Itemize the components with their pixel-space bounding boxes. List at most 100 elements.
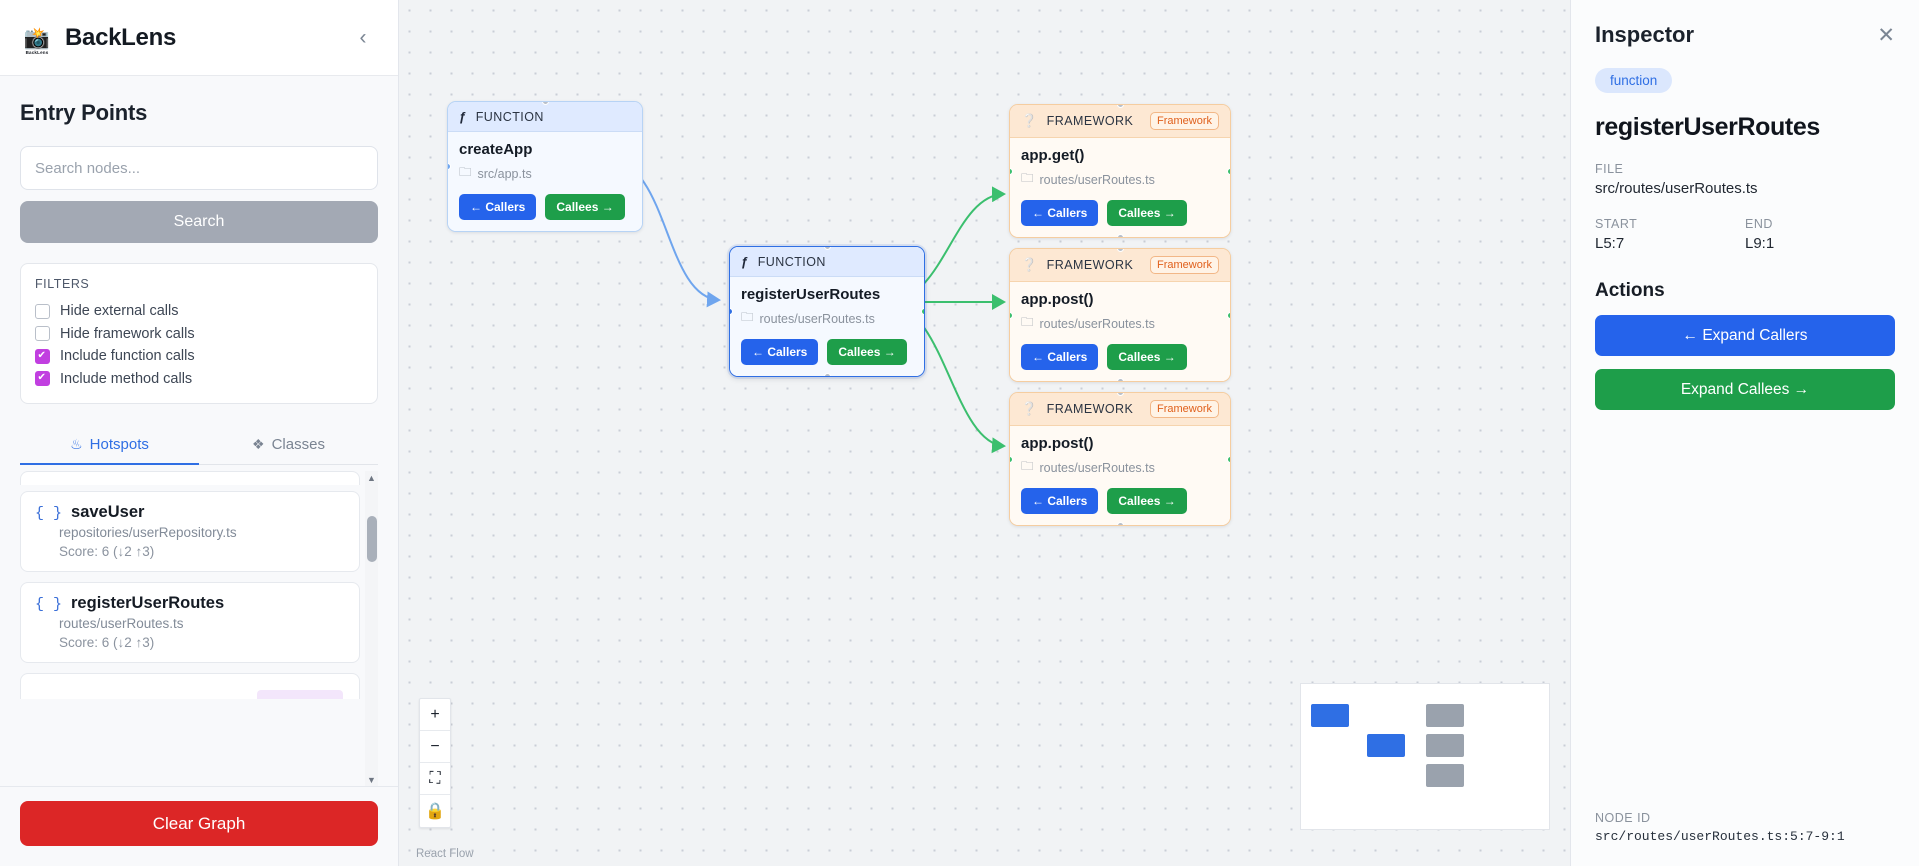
function-icon: ƒ xyxy=(459,109,467,124)
graph-canvas[interactable]: ƒ FUNCTION createApp 🗀 src/app.ts ← Call… xyxy=(399,0,1570,866)
scroll-up-icon[interactable]: ▲ xyxy=(365,471,378,484)
node-handle-top[interactable] xyxy=(1116,105,1124,108)
node-header: ❔ FRAMEWORK Framework xyxy=(1010,105,1230,138)
node-id-value: src/routes/userRoutes.ts:5:7-9:1 xyxy=(1595,829,1845,844)
checkbox-include-function-calls[interactable] xyxy=(35,348,50,364)
expand-callers-button[interactable]: ← Expand Callers xyxy=(1595,315,1895,356)
close-icon[interactable]: ✕ xyxy=(1877,23,1895,47)
filter-row-hide-external-calls[interactable]: Hide external calls xyxy=(35,300,363,323)
node-handle-top[interactable] xyxy=(1116,249,1124,252)
filter-row-include-function-calls[interactable]: Include function calls xyxy=(35,345,363,368)
node-buttons: ← Callers Callees → xyxy=(1021,488,1219,514)
node-callees-button[interactable]: Callees → xyxy=(827,339,907,365)
actions-title: Actions xyxy=(1595,280,1665,301)
framework-badge: Framework xyxy=(1149,112,1219,130)
node-handle-top[interactable] xyxy=(541,102,549,105)
checkbox-hide-external-calls[interactable] xyxy=(35,303,50,319)
range-row: START L5:7 END L9:1 xyxy=(1595,197,1895,252)
fit-view-icon[interactable]: ⛶ xyxy=(420,763,450,795)
lock-icon[interactable]: 🔒 xyxy=(425,803,445,820)
node-kind-label: FRAMEWORK xyxy=(1046,258,1134,272)
end-label: END xyxy=(1745,217,1773,231)
node-callees-button[interactable]: Callees → xyxy=(545,194,625,220)
hotspot-file: repositories/userRepository.ts xyxy=(59,525,237,540)
node-callers-button[interactable]: ← Callers xyxy=(1021,344,1099,370)
hotspot-item-saveUser[interactable]: { } saveUser repositories/userRepository… xyxy=(20,491,360,572)
node-header: ƒ FUNCTION xyxy=(730,247,924,277)
node-callees-button[interactable]: Callees → xyxy=(1107,488,1187,514)
flame-icon: ♨ xyxy=(70,436,83,452)
node-handle-bottom[interactable] xyxy=(1116,378,1124,381)
canvas-controls: + − ⛶ 🔒 xyxy=(419,698,451,828)
node-callers-button[interactable]: ← Callers xyxy=(1021,488,1099,514)
node-handle-right[interactable] xyxy=(1227,311,1230,319)
question-mark-icon: ❔ xyxy=(1021,257,1038,272)
folder-icon: 🗀 xyxy=(741,310,754,324)
hotspot-item-partial[interactable] xyxy=(20,673,360,699)
node-file: 🗀 routes/userRoutes.ts xyxy=(1021,457,1219,478)
folder-icon: 🗀 xyxy=(459,165,472,179)
node-handle-bottom[interactable] xyxy=(823,373,831,376)
graph-node-registerUserRoutes[interactable]: ƒ FUNCTION registerUserRoutes 🗀 routes/u… xyxy=(729,246,925,377)
sidebar-tabs: ♨ Hotspots ❖ Classes xyxy=(20,425,378,465)
search-input[interactable] xyxy=(20,146,378,190)
scroll-down-icon[interactable]: ▼ xyxy=(365,773,378,786)
node-handle-bottom[interactable] xyxy=(1116,522,1124,525)
node-handle-right[interactable] xyxy=(1227,167,1230,175)
graph-node-app-post-2[interactable]: ❔ FRAMEWORK Framework app.post() 🗀 route… xyxy=(1009,392,1231,526)
graph-node-createApp[interactable]: ƒ FUNCTION createApp 🗀 src/app.ts ← Call… xyxy=(447,101,643,232)
node-header: ❔ FRAMEWORK Framework xyxy=(1010,249,1230,282)
hotspot-scrollbar[interactable]: ▲ ▼ xyxy=(365,471,378,786)
filter-row-include-method-calls[interactable]: Include method calls xyxy=(35,368,363,391)
node-handle-top[interactable] xyxy=(1116,393,1124,396)
minimap-node xyxy=(1367,734,1405,757)
node-handle-bottom[interactable] xyxy=(1116,234,1124,237)
node-callers-button[interactable]: ← Callers xyxy=(459,194,537,220)
node-file: 🗀 routes/userRoutes.ts xyxy=(741,308,913,329)
node-handle-right[interactable] xyxy=(921,308,924,315)
sidebar-body: Entry Points Search FILTERS Hide externa… xyxy=(0,76,398,786)
start-label: START xyxy=(1595,217,1638,231)
checkbox-hide-framework-calls[interactable] xyxy=(35,326,50,342)
graph-node-app-get[interactable]: ❔ FRAMEWORK Framework app.get() 🗀 routes… xyxy=(1009,104,1231,238)
filters-heading: FILTERS xyxy=(35,277,90,291)
hotspot-file: routes/userRoutes.ts xyxy=(59,616,184,631)
tab-classes[interactable]: ❖ Classes xyxy=(199,425,378,465)
node-handle-left[interactable] xyxy=(1010,167,1013,175)
node-callers-button[interactable]: ← Callers xyxy=(1021,200,1099,226)
backlens-logo-icon: 📸 BackLens xyxy=(23,26,51,55)
zoom-out-icon[interactable]: − xyxy=(420,731,450,763)
node-handle-left[interactable] xyxy=(1010,311,1013,319)
node-id-label: NODE ID xyxy=(1595,811,1651,825)
node-callees-button[interactable]: Callees → xyxy=(1107,200,1187,226)
node-body: app.post() 🗀 routes/userRoutes.ts ← Call… xyxy=(1010,426,1230,525)
minimap-node xyxy=(1426,764,1464,787)
scrollbar-thumb[interactable] xyxy=(366,516,377,562)
hotspot-list-top-clip xyxy=(20,471,360,485)
function-brace-icon: { } xyxy=(35,596,63,613)
node-callers-button[interactable]: ← Callers xyxy=(741,339,819,365)
filter-row-hide-framework-calls[interactable]: Hide framework calls xyxy=(35,323,363,346)
node-handle-left[interactable] xyxy=(1010,455,1013,463)
search-button[interactable]: Search xyxy=(20,201,378,243)
filter-label: Hide external calls xyxy=(60,303,179,320)
node-type-chip: function xyxy=(1595,68,1673,93)
node-handle-top[interactable] xyxy=(823,247,831,250)
node-file-path: routes/userRoutes.ts xyxy=(1039,460,1155,475)
expand-callees-button[interactable]: Expand Callees → xyxy=(1595,369,1895,410)
graph-node-app-post-1[interactable]: ❔ FRAMEWORK Framework app.post() 🗀 route… xyxy=(1009,248,1231,382)
filter-label: Hide framework calls xyxy=(60,325,195,342)
clear-graph-button[interactable]: Clear Graph xyxy=(20,801,378,846)
node-body: app.get() 🗀 routes/userRoutes.ts ← Calle… xyxy=(1010,138,1230,237)
tab-hotspots[interactable]: ♨ Hotspots xyxy=(20,425,199,465)
node-handle-right[interactable] xyxy=(1227,455,1230,463)
zoom-in-icon[interactable]: + xyxy=(420,699,450,731)
node-callees-button[interactable]: Callees → xyxy=(1107,344,1187,370)
inspector-node-name: registerUserRoutes xyxy=(1595,113,1820,141)
canvas-minimap[interactable] xyxy=(1300,683,1550,830)
collapse-sidebar-icon[interactable]: ‹ xyxy=(359,25,367,49)
checkbox-include-method-calls[interactable] xyxy=(35,371,50,387)
node-name: app.post() xyxy=(1021,291,1094,308)
end-value: L9:1 xyxy=(1745,235,1775,252)
hotspot-item-registerUserRoutes[interactable]: { } registerUserRoutes routes/userRoutes… xyxy=(20,582,360,663)
